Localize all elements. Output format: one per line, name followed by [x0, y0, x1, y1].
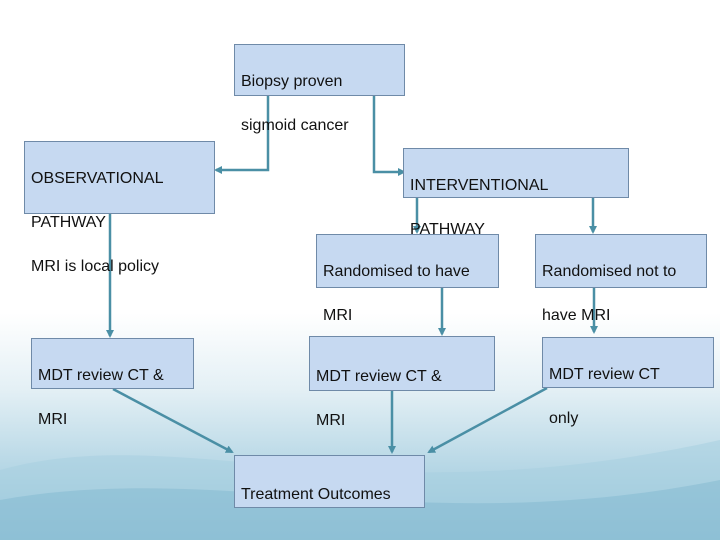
node-randomised-mri-line-1: Randomised to have — [323, 263, 470, 280]
node-treatment-outcomes: Treatment Outcomes — [234, 455, 425, 508]
node-observational-line-1: OBSERVATIONAL — [31, 170, 164, 187]
node-randomised-mri: Randomised to have MRI — [316, 234, 499, 324]
node-biopsy-line-2: sigmoid cancer — [241, 117, 349, 134]
node-mdt-ct-only-line-2: only — [549, 410, 579, 427]
arrow-mdt-ct-only-to-outcomes — [427, 386, 548, 454]
node-mdt-int-line-2: MRI — [316, 412, 346, 429]
node-observational-line-3: MRI is local policy — [31, 258, 160, 275]
node-biopsy: Biopsy proven sigmoid cancer — [234, 44, 405, 134]
arrow-mdt-obs-to-outcomes — [112, 387, 234, 454]
node-randomised-no-mri-line-2: have MRI — [542, 307, 611, 324]
node-interventional-pathway: INTERVENTIONAL PATHWAY — [403, 148, 629, 238]
node-mdt-interventional: MDT review CT & MRI — [309, 336, 495, 429]
node-outcomes-line-1: Treatment Outcomes — [241, 486, 391, 503]
node-interventional-line-2: PATHWAY — [410, 221, 485, 238]
node-mdt-ct-only-line-1: MDT review CT — [549, 366, 660, 383]
arrow-biopsy-to-observational — [214, 95, 270, 174]
node-mdt-obs-line-1: MDT review CT & — [38, 367, 164, 384]
node-mdt-int-line-1: MDT review CT & — [316, 368, 442, 385]
node-interventional-line-1: INTERVENTIONAL — [410, 177, 549, 194]
arrow-biopsy-to-interventional — [372, 95, 406, 176]
node-mdt-obs-line-2: MRI — [38, 411, 68, 428]
node-observational-pathway: OBSERVATIONAL PATHWAY MRI is local polic… — [24, 141, 215, 275]
node-randomised-no-mri-line-1: Randomised not to — [542, 263, 677, 280]
node-randomised-no-mri: Randomised not to have MRI — [535, 234, 707, 324]
node-mdt-observational: MDT review CT & MRI — [31, 338, 194, 428]
node-randomised-mri-line-2: MRI — [323, 307, 353, 324]
node-biopsy-line-1: Biopsy proven — [241, 73, 343, 90]
node-observational-line-2: PATHWAY — [31, 214, 106, 231]
node-mdt-ct-only: MDT review CT only — [542, 337, 714, 427]
